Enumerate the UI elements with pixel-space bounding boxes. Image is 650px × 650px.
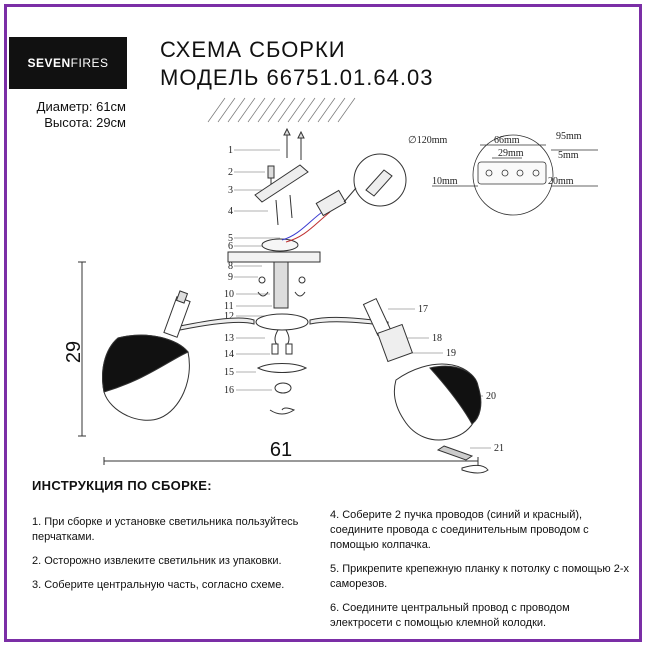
part-label-17: 17 bbox=[418, 304, 428, 315]
instruction-step-3: 3. Соберите центральную часть, согласно … bbox=[32, 579, 285, 591]
instruction-step-6: 6. Соедините центральный провод с провод… bbox=[330, 602, 570, 629]
plate-20-label: 20mm bbox=[548, 176, 574, 187]
part-label-3: 3 bbox=[228, 185, 233, 196]
instruction-step-4: 4. Соберите 2 пучка проводов (синий и кр… bbox=[330, 509, 589, 551]
instruction-step-1: 1. При сборке и установке светильника по… bbox=[32, 516, 299, 543]
part-label-9: 9 bbox=[228, 272, 233, 283]
wiring bbox=[281, 153, 407, 243]
part-label-21: 21 bbox=[494, 443, 504, 454]
logo-text-bold: SEVEN bbox=[27, 56, 71, 70]
height-dimension-label: 29 bbox=[63, 341, 85, 363]
part-label-8: 8 bbox=[228, 261, 233, 272]
part-label-15: 15 bbox=[224, 367, 234, 378]
page-frame bbox=[4, 4, 642, 642]
part-label-14: 14 bbox=[224, 349, 234, 360]
right-shade bbox=[362, 297, 489, 474]
part-label-4: 4 bbox=[228, 206, 233, 217]
part-label-18: 18 bbox=[432, 333, 442, 344]
plate-5-label: 5mm bbox=[558, 150, 579, 161]
assembly-diagram: 1 2 3 4 5 6 7 8 9 10 11 12 13 14 15 16 1… bbox=[63, 97, 598, 474]
part-label-10: 10 bbox=[224, 289, 234, 300]
instructions-left-column: 1. При сборке и установке светильника по… bbox=[32, 515, 302, 602]
instructions-right-column: 4. Соберите 2 пучка проводов (синий и кр… bbox=[330, 508, 630, 640]
mount-plate-detail bbox=[432, 134, 598, 216]
logo-text-light: FIRES bbox=[70, 56, 109, 70]
instructions-title: ИНСТРУКЦИЯ ПО СБОРКЕ: bbox=[32, 478, 212, 493]
ceiling-hatch bbox=[207, 97, 356, 123]
spec-block: Диаметр: 61см Высота: 29см bbox=[20, 99, 126, 131]
part-label-6: 6 bbox=[228, 241, 233, 252]
part-label-16: 16 bbox=[224, 385, 234, 396]
mount-plate-dimensions: ∅120mm 66mm 95mm 29mm 5mm 10mm 20mm bbox=[408, 131, 582, 187]
instruction-step-2: 2. Осторожно извлеките светильник из упа… bbox=[32, 555, 282, 567]
lamp-body bbox=[179, 313, 389, 415]
plate-10-label: 10mm bbox=[432, 176, 458, 187]
spec-diameter: Диаметр: 61см bbox=[36, 99, 126, 114]
plate-66-label: 66mm bbox=[494, 135, 520, 146]
part-label-5: 5 bbox=[228, 233, 233, 244]
title-line-1: СХЕМА СБОРКИ bbox=[160, 37, 346, 62]
part-label-13: 13 bbox=[224, 333, 234, 344]
width-dimension bbox=[103, 457, 479, 465]
part-label-2: 2 bbox=[228, 167, 233, 178]
part-label-11: 11 bbox=[224, 301, 234, 312]
plate-95-label: 95mm bbox=[556, 131, 582, 142]
title-line-2: МОДЕЛЬ 66751.01.64.03 bbox=[160, 65, 434, 90]
spec-height: Высота: 29см bbox=[44, 115, 126, 130]
instruction-step-5: 5. Прикрепите крепежную планку к потолку… bbox=[330, 563, 630, 590]
part-label-1: 1 bbox=[228, 145, 233, 156]
part-label-20: 20 bbox=[486, 391, 496, 402]
part-label-19: 19 bbox=[446, 348, 456, 359]
left-shade bbox=[102, 290, 191, 421]
part-label-12: 12 bbox=[224, 311, 234, 322]
width-dimension-label: 61 bbox=[270, 439, 292, 461]
plate-29-label: 29mm bbox=[498, 148, 524, 159]
plate-diameter-label: ∅120mm bbox=[408, 135, 447, 146]
part-labels: 1 2 3 4 5 6 7 8 9 10 11 12 13 14 15 16 1… bbox=[224, 145, 504, 454]
page-title: СХЕМА СБОРКИ МОДЕЛЬ 66751.01.64.03 bbox=[160, 36, 433, 92]
mounting-hardware bbox=[227, 127, 321, 309]
height-dimension bbox=[78, 261, 86, 437]
